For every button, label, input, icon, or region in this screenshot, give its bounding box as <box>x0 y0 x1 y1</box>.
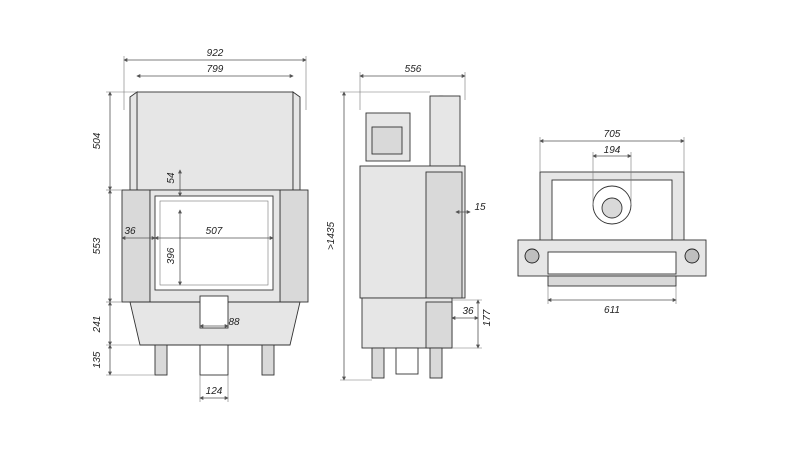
top-view: 705 194 611 <box>517 129 707 316</box>
front-hood-left <box>129 91 138 191</box>
side-leg-front <box>371 347 385 379</box>
top-flue-inner <box>601 197 623 219</box>
dim-241: 241 <box>92 316 103 334</box>
dim-553: 553 <box>92 237 103 254</box>
front-glass <box>154 195 274 291</box>
side-rail <box>425 171 463 299</box>
dim-177: 177 <box>482 309 493 326</box>
top-knob-right <box>684 248 700 264</box>
dim-15: 15 <box>474 202 486 213</box>
front-leg-right <box>261 344 275 376</box>
dim-36: 36 <box>124 226 136 237</box>
front-leg-left <box>154 344 168 376</box>
dim-135: 135 <box>92 351 103 368</box>
dim-396: 396 <box>166 247 177 264</box>
dim-194: 194 <box>604 145 621 156</box>
side-view: 556 >1435 15 36 177 <box>326 64 493 381</box>
dim-922: 922 <box>207 48 224 59</box>
side-leg-back <box>429 347 443 379</box>
side-rail-housing <box>429 95 461 167</box>
dim-556: 556 <box>405 64 422 75</box>
front-flue-small <box>199 295 229 329</box>
front-hood <box>136 91 294 191</box>
dim-36-side: 36 <box>462 306 474 317</box>
side-outlet <box>425 301 453 349</box>
dim-705: 705 <box>604 129 621 140</box>
top-frame-opening <box>547 251 677 275</box>
front-hood-right <box>292 91 301 191</box>
front-side-left <box>121 189 151 303</box>
front-view: 922 799 504 553 241 135 54 36 507 396 88… <box>92 48 309 402</box>
top-frame-front <box>547 275 677 287</box>
dim-799: 799 <box>207 64 224 75</box>
top-knob-left <box>524 248 540 264</box>
dim-507: 507 <box>206 226 223 237</box>
dim-1435: >1435 <box>326 222 337 251</box>
dim-504: 504 <box>92 132 103 149</box>
dim-88: 88 <box>228 317 240 328</box>
front-flue-outlet <box>199 344 229 376</box>
front-side-right <box>279 189 309 303</box>
dim-124: 124 <box>206 386 223 397</box>
side-top-panel <box>371 126 403 155</box>
side-flue-outlet <box>395 347 419 375</box>
dim-54: 54 <box>166 172 177 184</box>
dim-611: 611 <box>604 305 620 316</box>
front-glass-inner <box>159 200 269 286</box>
